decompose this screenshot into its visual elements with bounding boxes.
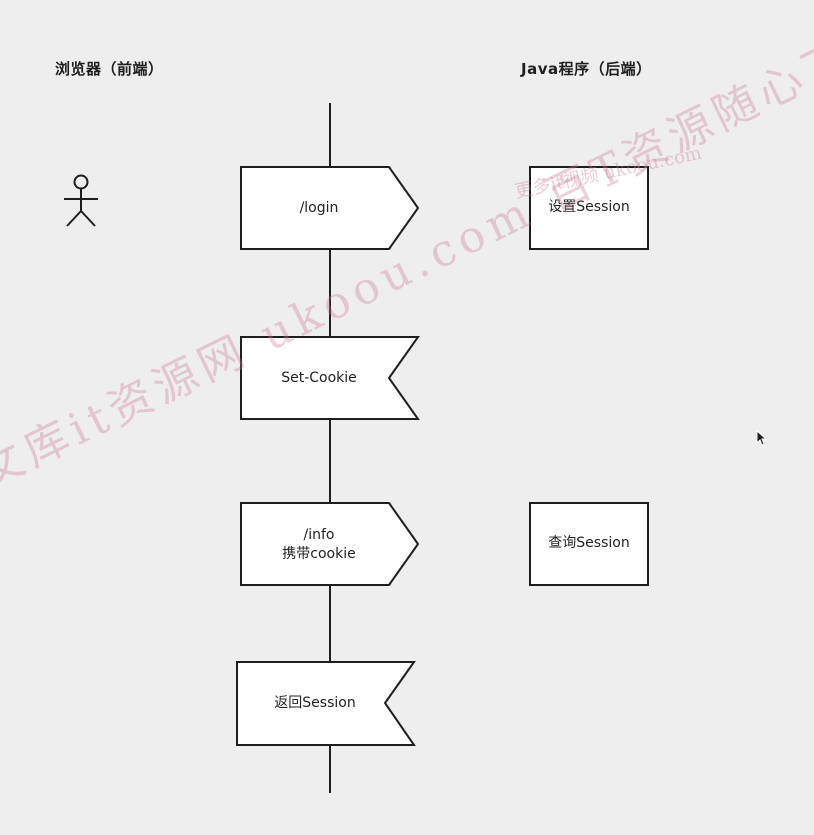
set-session-box (529, 166, 649, 250)
java-backend-heading: Java程序（后端） (521, 60, 652, 78)
login-request-label: /login (299, 200, 339, 216)
query-session-label: 查询Session (548, 535, 630, 551)
browser-frontend-heading: 浏览器（前端） (55, 60, 164, 78)
stick-figure-icon (64, 174, 98, 227)
return-session-label: 返回Session (274, 695, 356, 711)
info-request-label-line2: 携带cookie (282, 546, 356, 562)
return-session-response-shape (236, 661, 416, 746)
query-session-box (529, 502, 649, 586)
info-request-shape (240, 502, 420, 586)
set-cookie-response-shape (240, 336, 420, 420)
mouse-pointer-icon (756, 430, 768, 446)
info-request-label-line1: /info (303, 527, 335, 543)
login-request-shape (240, 166, 420, 250)
set-session-label: 设置Session (548, 199, 630, 215)
set-cookie-label: Set-Cookie (281, 370, 357, 386)
